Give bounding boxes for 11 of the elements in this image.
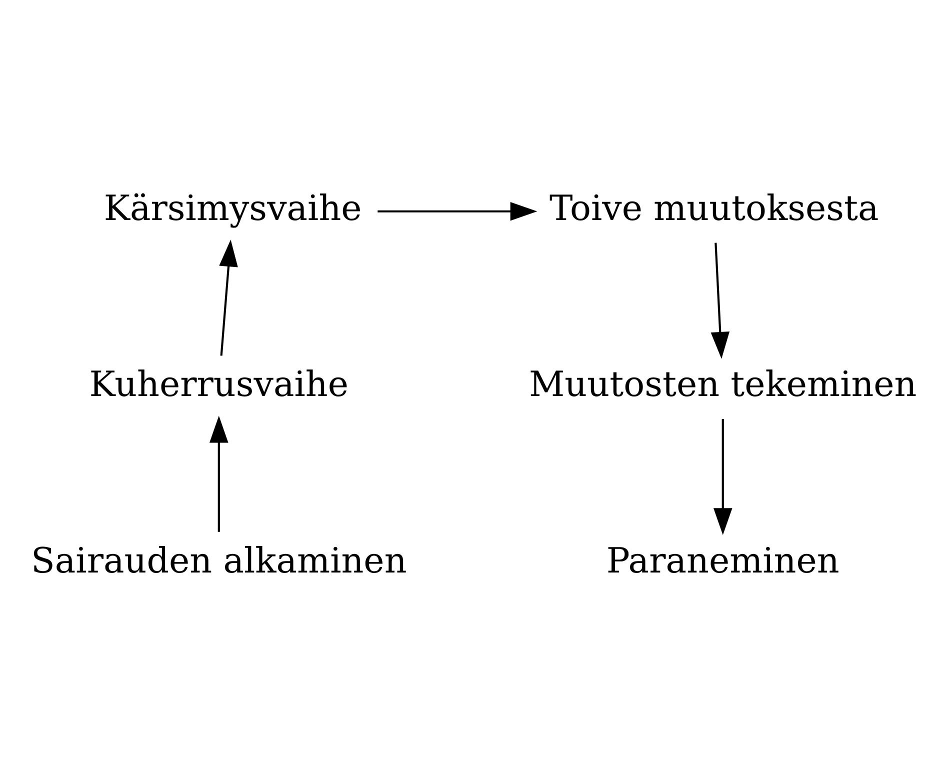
arrow: [209, 416, 228, 532]
node-text: Sairauden alkaminen: [31, 541, 407, 582]
arrow: [219, 240, 238, 356]
node-text: Kärsimysvaihe: [104, 189, 362, 230]
node-text: Paraneminen: [606, 541, 840, 582]
node-text: Kuherrusvaihe: [89, 365, 348, 406]
node-text: Toive muutoksesta: [549, 189, 879, 230]
arrow: [713, 418, 732, 535]
arrow: [710, 242, 730, 359]
node-text: Muutosten tekeminen: [528, 365, 917, 406]
arrow: [378, 202, 538, 221]
